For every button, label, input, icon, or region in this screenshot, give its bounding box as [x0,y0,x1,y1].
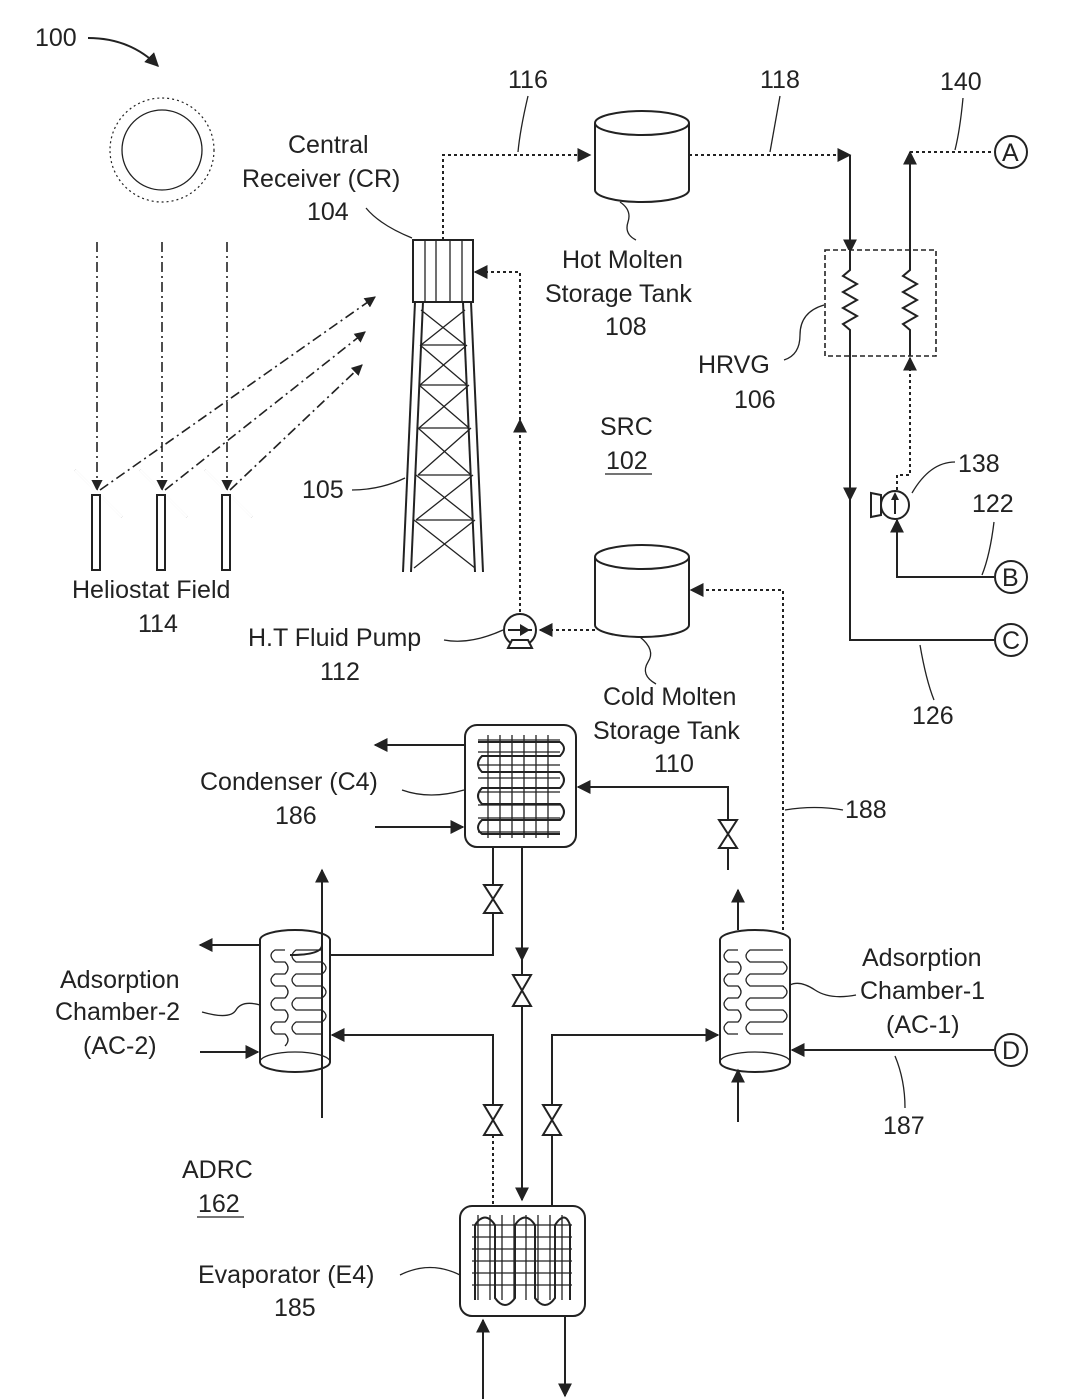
pump-138-icon [871,491,909,519]
valve-ac1-top-icon [719,820,737,848]
line-187-label: 187 [883,1112,925,1140]
adsorption-chamber-1 [720,930,790,1072]
adrc-label: ADRC [182,1156,253,1184]
condenser-number: 186 [275,802,317,830]
condenser [465,725,576,847]
svg-text:C: C [1002,627,1020,655]
pump-label: H.T Fluid Pump [248,624,421,652]
line-116-label: 116 [508,66,548,94]
src-label: SRC [600,413,653,441]
ac1-label-3: (AC-1) [886,1011,960,1039]
ht-fluid-pump-icon [504,614,536,648]
line-122-label: 122 [972,490,1014,518]
line-118-label: 118 [760,66,800,94]
cold-tank-number: 110 [654,750,694,778]
node-a: A [995,136,1027,168]
evaporator-number: 185 [274,1294,316,1322]
cold-molten-storage-tank [595,545,689,637]
central-receiver-label-2: Receiver (CR) [242,165,400,193]
ac1-label-2: Chamber-1 [860,977,985,1005]
line-140-label: 140 [940,68,982,96]
evaporator-label: Evaporator (E4) [198,1261,374,1289]
node-c: C [995,624,1027,656]
central-receiver-label-1: Central [288,131,369,159]
hrvg-label: HRVG [698,351,770,379]
node-d: D [995,1034,1027,1066]
pump-138-label: 138 [958,450,1000,478]
svg-text:D: D [1002,1037,1020,1065]
ac2-label-2: Chamber-2 [55,998,180,1026]
node-b: B [995,561,1027,593]
adrc-number: 162 [198,1190,240,1218]
figure-label: 100 [35,24,77,52]
hot-tank-number: 108 [605,313,647,341]
valve-evap-left-icon [484,1105,502,1135]
hrvg [825,250,936,356]
line-188-label: 188 [845,796,887,824]
heliostat-field [75,470,252,570]
svg-text:A: A [1002,139,1019,167]
evaporator [460,1206,585,1316]
hot-tank-label-1: Hot Molten [562,246,683,274]
hot-molten-storage-tank [595,111,689,202]
svg-text:B: B [1002,564,1019,592]
line-126-label: 126 [912,702,954,730]
heliostat-label: Heliostat Field [72,576,230,604]
cold-tank-label-1: Cold Molten [603,683,736,711]
ac2-label-3: (AC-2) [83,1032,157,1060]
valve-cond-right-icon [513,975,531,1006]
cold-tank-label-2: Storage Tank [593,717,740,745]
valve-cond-left-icon [484,885,502,913]
tower [403,302,483,572]
valve-evap-right-icon [543,1105,561,1135]
ac1-label-1: Adsorption [862,944,982,972]
src-number: 102 [606,447,648,475]
central-receiver-number: 104 [307,198,349,226]
ac2-label-1: Adsorption [60,966,180,994]
tower-number: 105 [302,476,344,504]
hot-tank-label-2: Storage Tank [545,280,692,308]
hrvg-number: 106 [734,386,776,414]
adsorption-chamber-2 [260,930,330,1090]
sun-icon [110,98,214,202]
central-receiver [413,240,473,302]
condenser-label: Condenser (C4) [200,768,378,796]
heliostat-number: 114 [138,610,178,638]
pump-number: 112 [320,658,360,686]
figure-arrow [88,38,158,66]
